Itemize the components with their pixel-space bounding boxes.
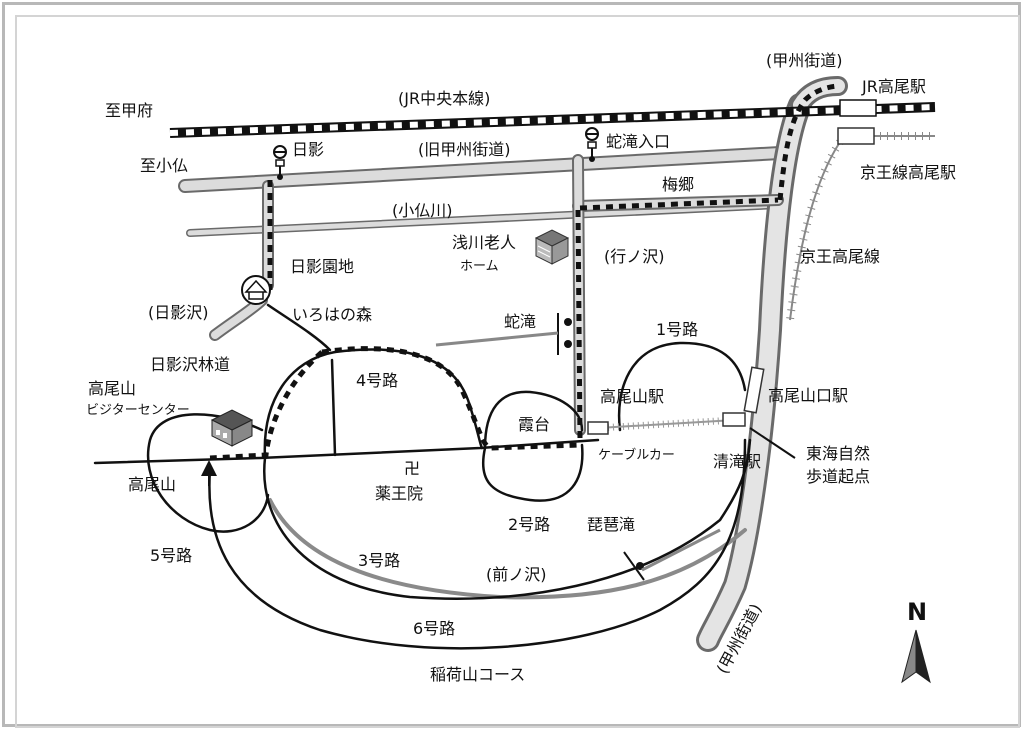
bus-stop-hikage	[273, 145, 287, 180]
label-old-koshu-kaido: (旧甲州街道)	[418, 140, 511, 159]
label-route-6: 6号路	[413, 619, 455, 638]
north-arrow-icon	[901, 629, 931, 684]
temple-icon: 卍	[404, 459, 420, 478]
label-maenosawa: (前ノ沢)	[486, 565, 547, 584]
map-inner-border	[15, 15, 1020, 728]
label-takaosanguchi-station: 高尾山口駅	[768, 386, 848, 405]
asakawa-home-building-icon	[534, 229, 570, 265]
label-jadaki: 蛇滝	[504, 312, 536, 331]
label-hikagesawa-rindo: 日影沢林道	[150, 355, 230, 374]
label-route-1: 1号路	[656, 320, 698, 339]
label-koshu-kaido-top: (甲州街道)	[766, 51, 843, 70]
label-takaosan-summit: 高尾山	[128, 475, 176, 494]
label-jr-takao-station: JR高尾駅	[861, 77, 926, 96]
label-gyonosawa: (行ノ沢)	[604, 247, 665, 266]
hikage-enchi-icon	[241, 275, 271, 305]
label-hikage-stop: 日影	[292, 140, 324, 159]
label-route-3: 3号路	[358, 551, 400, 570]
summit-triangle-icon	[201, 460, 217, 476]
label-takaosan-visitor-2: ビジターセンター	[86, 403, 190, 418]
jadaki-waterfall-icon	[435, 313, 572, 355]
label-jadaki-iriguchi: 蛇滝入口	[606, 132, 670, 151]
label-jr-line: (JR中央本線)	[398, 89, 490, 108]
label-kasumidai: 霞台	[518, 415, 550, 434]
label-yakuoin: 薬王院	[375, 484, 423, 503]
walking-route	[209, 83, 841, 461]
label-asakawa-home-1: 浅川老人	[452, 233, 516, 252]
label-biwadaki: 琵琶滝	[587, 515, 635, 534]
label-tokai-shizen-2: 歩道起点	[806, 467, 870, 486]
bus-stop-jadaki	[585, 127, 599, 162]
label-tokai-shizen-1: 東海自然	[806, 444, 870, 463]
label-takaosan-station: 高尾山駅	[600, 387, 664, 406]
label-asakawa-home-2: ホーム	[460, 259, 499, 274]
label-cable-car: ケーブルカー	[598, 447, 675, 463]
label-north: N	[907, 598, 927, 626]
label-umego: 梅郷	[662, 175, 694, 194]
keio-line	[786, 127, 935, 321]
label-inariyama-course: 稲荷山コース	[430, 665, 525, 684]
jr-takao-station-box	[839, 99, 877, 117]
label-route-4: 4号路	[356, 371, 398, 390]
jr-chuo-line	[169, 102, 936, 138]
tokai-shizen-pointer	[749, 427, 796, 459]
cable-car-line	[587, 366, 765, 435]
label-route-2: 2号路	[508, 515, 550, 534]
label-kobotoke-river: (小仏川)	[392, 201, 453, 220]
label-hikage-enchi: 日影園地	[290, 257, 354, 276]
map-labels: 至甲府 (JR中央本線) (甲州街道) JR高尾駅 至小仏 日影 (旧甲州街道)…	[86, 51, 956, 684]
label-keio-takao-line: 京王高尾線	[800, 247, 880, 266]
biwadaki-waterfall-icon	[623, 528, 721, 581]
label-takaosan-visitor-1: 高尾山	[88, 379, 136, 398]
label-kiyotaki-station: 清滝駅	[713, 452, 761, 471]
label-to-kobotoke: 至小仏	[140, 156, 188, 175]
label-to-kofu: 至甲府	[105, 101, 153, 120]
label-keio-takao-station: 京王線高尾駅	[860, 163, 956, 182]
roads	[178, 76, 848, 652]
label-iroha-forest: いろはの森	[292, 305, 372, 324]
label-route-5: 5号路	[150, 546, 192, 565]
label-hikagesawa: (日影沢)	[148, 303, 209, 322]
visitor-center-building-icon	[210, 409, 254, 447]
